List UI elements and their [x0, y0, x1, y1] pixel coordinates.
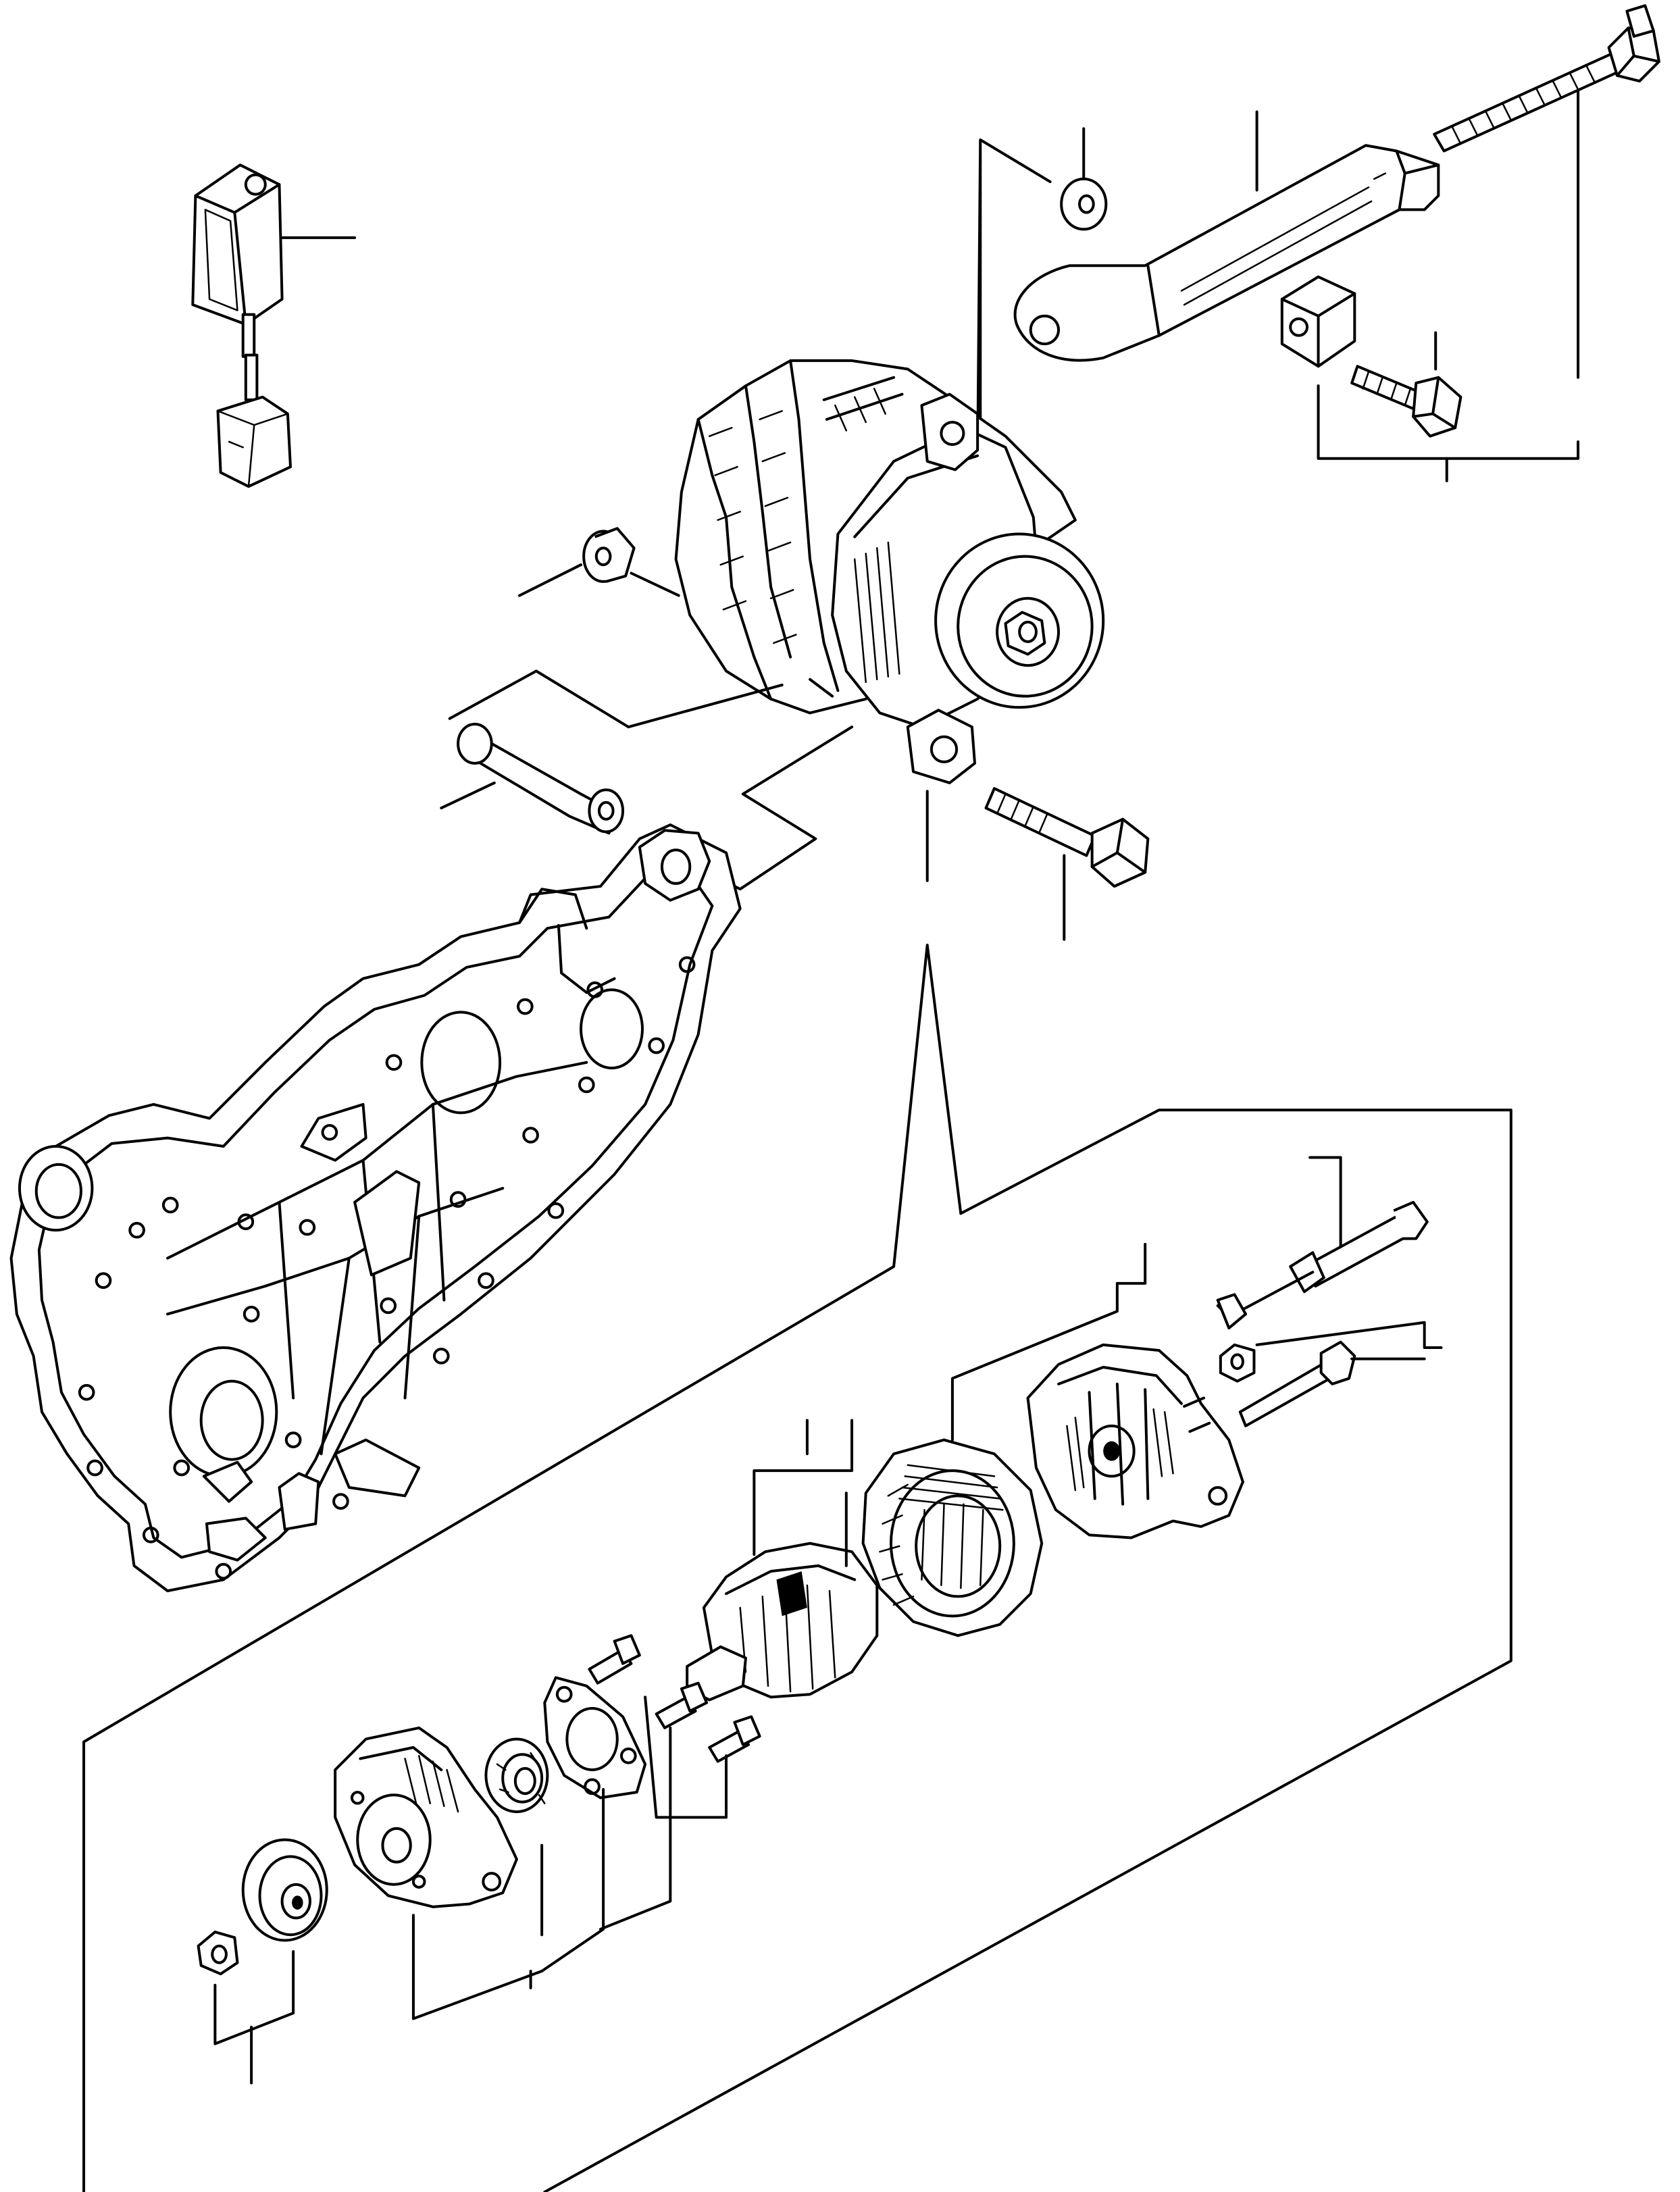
rear-housing — [1028, 1345, 1243, 1538]
mounting-bolt-long — [1434, 5, 1659, 151]
adjusting-bracket — [1015, 112, 1439, 361]
front-timing-cover — [11, 825, 740, 1591]
nut-small — [1221, 1323, 1442, 1426]
flange-bolt — [1352, 333, 1460, 436]
through-bolt — [1117, 1158, 1427, 1328]
spacer-ring — [519, 528, 634, 595]
pulley-leaders — [215, 1952, 293, 2083]
retainer-plate — [544, 1677, 645, 1798]
lower-leaders — [413, 1697, 726, 2018]
stator — [863, 1283, 1117, 1636]
flat-washer — [1061, 179, 1106, 230]
front-housing — [335, 1728, 517, 1907]
regulator-relay — [193, 165, 355, 486]
pulley — [243, 1839, 327, 1940]
square-nut-block — [1282, 277, 1355, 366]
screws — [589, 1635, 759, 1761]
pivot-bolt — [927, 788, 1148, 940]
exploded-view-frame — [84, 945, 1511, 2192]
bracket-leaders — [977, 89, 1578, 480]
alternator-assembly — [631, 361, 1103, 783]
bearing — [486, 1739, 547, 1812]
rectifier-brush-holder — [687, 1421, 877, 1700]
cover-bolt-holes — [80, 958, 694, 1579]
pulley-nut — [199, 1932, 238, 1974]
sleeve-collar — [441, 671, 852, 889]
